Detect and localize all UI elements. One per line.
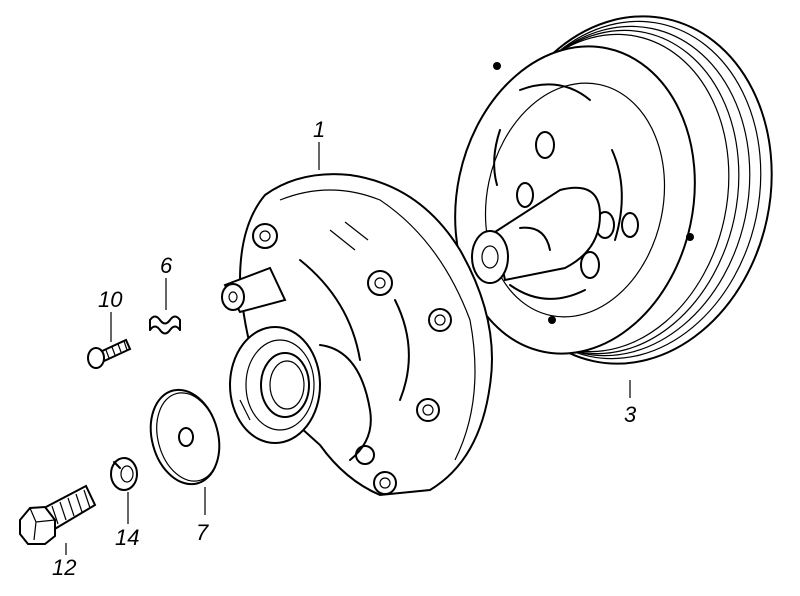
callout-14: 14 bbox=[115, 525, 139, 550]
pulley-part-3 bbox=[454, 15, 773, 365]
callout-6: 6 bbox=[160, 253, 173, 278]
callout-1: 1 bbox=[313, 117, 325, 142]
washer-part-7 bbox=[149, 388, 221, 486]
callout-3: 3 bbox=[624, 402, 637, 427]
spring-washer-part-14 bbox=[110, 457, 138, 491]
bolt-part-12 bbox=[19, 484, 97, 545]
callout-labels: 1 3 6 7 10 12 14 bbox=[52, 117, 637, 580]
spring-part-6 bbox=[149, 315, 181, 335]
screw-part-10 bbox=[87, 338, 132, 369]
leader-lines bbox=[65, 142, 631, 555]
callout-10: 10 bbox=[98, 287, 123, 312]
callout-7: 7 bbox=[196, 520, 209, 545]
callout-12: 12 bbox=[52, 555, 76, 580]
housing-part-1 bbox=[221, 173, 493, 497]
